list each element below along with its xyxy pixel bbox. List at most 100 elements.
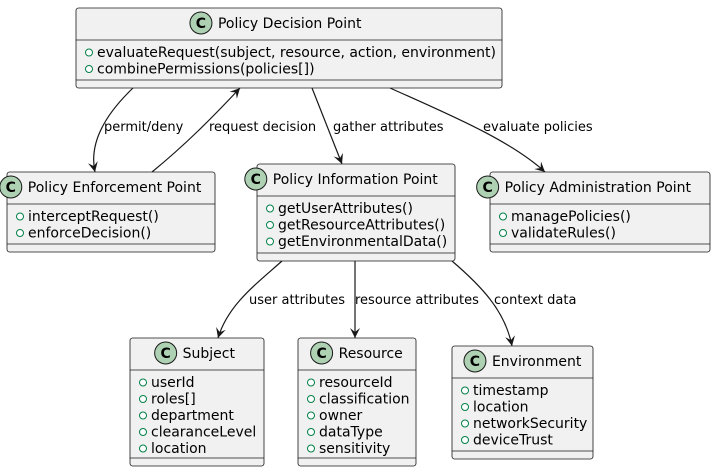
class-member-text: deviceTrust [473,433,553,449]
edge-pep-to-pdp: request decision [151,87,316,173]
class-name: Policy Enforcement Point [28,180,202,196]
public-visibility-icon [307,378,315,387]
class-resource[interactable]: C Resource resourceIdclassificationownerda… [297,337,417,467]
class-member: deviceTrust [461,433,553,449]
public-visibility-icon [307,395,315,403]
class-name: Policy Decision Point [218,16,362,32]
class-pep[interactable]: C Policy Enforcement Point interceptReques… [0,171,216,253]
class-box [451,345,594,460]
class-badge-icon: C [0,175,23,199]
class-member: managePolicies() [499,209,631,225]
edge-line [216,260,283,339]
class-badge-icon: C [244,167,268,191]
class-member: classification [307,392,410,408]
class-badge-letter: C [161,346,171,362]
class-member: validateRules() [499,226,616,242]
class-member-text: interceptRequest() [28,209,159,225]
edge-pip-to-subject: user attributes [216,260,345,339]
class-member: owner [307,408,363,424]
edge-label: permit/deny [104,120,184,135]
class-member: timestamp [461,383,549,399]
class-member: getResourceAttributes() [266,218,445,234]
class-member: evaluateRequest(subject, resource, actio… [85,45,496,61]
class-member: userId [139,375,195,391]
public-visibility-icon [139,395,147,403]
class-box [489,171,711,253]
edge-pdp-to-pep: permit/deny [87,87,184,173]
public-visibility-icon [461,386,469,395]
public-visibility-icon [266,237,274,246]
class-badge-icon: C [154,341,178,365]
class-member-text: networkSecurity [473,416,587,432]
edge-line [451,260,515,347]
public-visibility-icon [139,378,147,387]
class-member-text: getResourceAttributes() [278,218,445,234]
class-member-text: department [151,408,234,424]
edge-label: evaluate policies [483,120,593,135]
class-badge-icon: C [189,11,213,35]
class-member-text: timestamp [473,383,549,399]
edge-line [87,87,134,173]
class-member-text: enforceDecision() [28,226,151,242]
class-member-text: dataType [319,425,383,441]
class-member-text: evaluateRequest(subject, resource, actio… [97,45,496,61]
public-visibility-icon [16,229,24,237]
classes-layer: C Policy Decision Point evaluateRequest(su… [0,7,711,467]
class-member-text: location [151,441,207,457]
class-badge-letter: C [316,346,326,362]
edge-line [311,87,343,165]
class-member-text: managePolicies() [511,209,631,225]
class-name: Subject [183,346,236,362]
class-member: combinePermissions(policies[]) [85,62,315,78]
edge-pdp-to-pap: evaluate policies [389,87,593,173]
public-visibility-icon [16,212,24,221]
class-name: Policy Information Point [273,172,438,188]
class-member-text: resourceId [319,375,393,391]
class-member-text: getUserAttributes() [278,201,413,217]
public-visibility-icon [85,65,93,73]
class-member: department [139,408,234,424]
class-box [256,163,456,262]
public-visibility-icon [266,204,274,213]
class-box [6,171,216,253]
edge-line [389,87,546,173]
class-member: dataType [307,425,383,441]
class-member-text: owner [319,408,363,424]
class-name: Environment [492,354,582,370]
public-visibility-icon [461,403,469,411]
class-subject[interactable]: C Subject userIdroles[]departmentclearance… [129,337,265,467]
class-name: Resource [339,346,403,362]
public-visibility-icon [307,444,315,453]
edge-pdp-to-pip: gather attributes [311,87,444,165]
edge-line [151,87,241,173]
public-visibility-icon [461,419,469,428]
edge-pip-to-resource: resource attributes [350,261,479,338]
class-box [75,7,503,89]
class-pip[interactable]: C Policy Information Point getUserAttribut… [244,163,456,262]
public-visibility-icon [85,48,93,57]
class-pdp[interactable]: C Policy Decision Point evaluateRequest(su… [75,7,503,89]
class-member-text: roles[] [151,392,196,408]
class-member: location [139,441,207,457]
public-visibility-icon [307,411,315,420]
public-visibility-icon [266,221,274,229]
class-member-text: validateRules() [511,226,616,242]
class-badge-letter: C [251,172,261,188]
edge-label: request decision [209,120,316,135]
public-visibility-icon [499,229,507,237]
class-member: getUserAttributes() [266,201,413,217]
public-visibility-icon [307,428,315,436]
class-member-text: classification [319,392,410,408]
class-member-text: userId [151,375,195,391]
class-member-text: clearanceLevel [151,425,256,441]
edge-label: resource attributes [355,293,479,308]
class-member: networkSecurity [461,416,587,432]
edge-label: context data [494,293,576,308]
class-badge-letter: C [6,180,16,196]
class-member-text: sensitivity [319,441,390,457]
class-member: location [461,400,529,416]
